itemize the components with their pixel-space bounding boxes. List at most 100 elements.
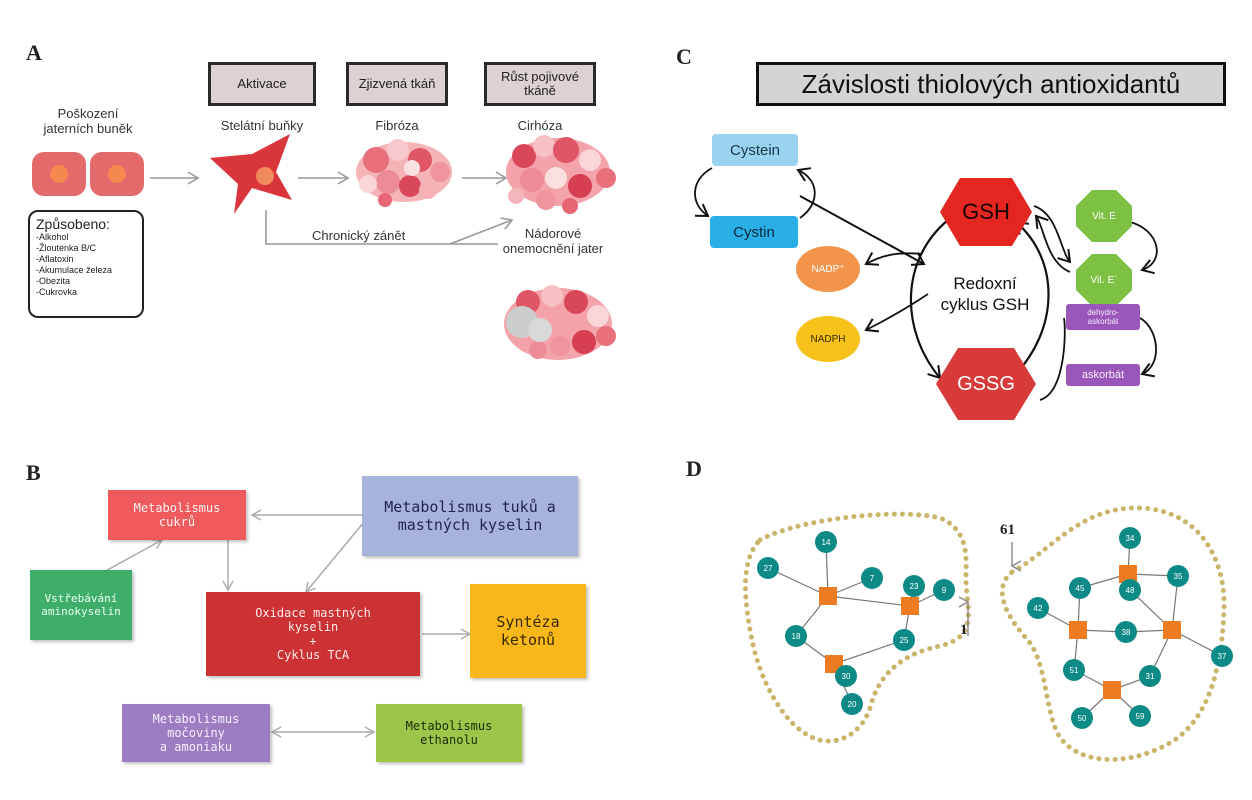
- network-node: [785, 625, 807, 647]
- liver-cell-left-nucleus: [50, 165, 68, 183]
- network-node: [861, 567, 883, 589]
- box-urea-ammonia: Metabolismus močoviny a amoniaku: [122, 704, 270, 762]
- network-node-label: 27: [764, 564, 773, 573]
- arc-vit-gsh: [1034, 214, 1071, 273]
- cause-item: -Alkohol: [36, 232, 69, 242]
- network-node: [1211, 645, 1233, 667]
- network-boundary-right: [999, 505, 1227, 763]
- network-edge: [833, 639, 905, 665]
- network-hub: [1069, 621, 1087, 639]
- stage-label-cirrhosis: Cirhóza: [517, 118, 563, 133]
- causes-box: Způsobeno: -Alkohol -Žloutenka B/C -Afla…: [28, 210, 144, 318]
- arc-gssg-ascorbate: [1039, 317, 1066, 401]
- network-hub: [1163, 621, 1181, 639]
- cystin-node: Cystin: [710, 216, 798, 248]
- cause-item: -Cukrovka: [36, 287, 78, 297]
- causes-title: Způsobeno:: [36, 216, 110, 232]
- cycle-arc-left: [909, 219, 949, 380]
- inflammation-arrow: [449, 217, 514, 245]
- network-node-label: 23: [910, 582, 919, 591]
- network-node: [903, 575, 925, 597]
- network-node: [1063, 659, 1085, 681]
- network-node-label: 25: [900, 636, 909, 645]
- box-fat-metabolism: Metabolismus tuků a mastných kyselin: [362, 476, 578, 556]
- arc-ascorbate-cycle: [1139, 317, 1157, 378]
- network-node-label: 42: [1034, 604, 1043, 613]
- network-node-label: 31: [1146, 672, 1155, 681]
- header-scar-tissue: Zjizvená tkáň: [346, 62, 448, 106]
- stellate-cell-nucleus: [256, 167, 274, 185]
- network-node: [1027, 597, 1049, 619]
- cause-item: -Akumulace železa: [36, 265, 113, 275]
- damage-caption: Poškození jaterních buněk: [43, 106, 133, 136]
- box-sugar-metabolism: Metabolismus cukrů: [108, 490, 246, 540]
- header-activation: Aktivace: [208, 62, 316, 106]
- network-edge: [827, 595, 911, 607]
- nadph-node: NADPH: [796, 316, 860, 362]
- arc-gsh-vit: [1033, 205, 1072, 264]
- network-node-label: 37: [1218, 652, 1227, 661]
- arrow-fat-to-oxidation: [305, 521, 365, 594]
- network-node: [1069, 577, 1091, 599]
- vit-e-octagon: [1076, 190, 1132, 242]
- vit-e-label: Vit. E: [1092, 210, 1116, 222]
- arrow-amino-to-sugar: [99, 539, 164, 575]
- network-edge: [767, 567, 829, 597]
- stage-label-fibrosis: Fibróza: [375, 118, 419, 133]
- box-amino-absorption: Vstřebávání aminokyselin: [30, 570, 132, 640]
- network-hub: [819, 587, 837, 605]
- redox-cycle-label: Redoxní cyklus GSH: [940, 274, 1030, 314]
- liver-cell-right-nucleus: [108, 165, 126, 183]
- network-node: [835, 665, 857, 687]
- network-node: [841, 693, 863, 715]
- network-hub: [1119, 565, 1137, 583]
- network-node-label: 45: [1076, 584, 1085, 593]
- fibrosis-liver: [356, 139, 452, 207]
- network-node: [1167, 565, 1189, 587]
- network-node: [1071, 707, 1093, 729]
- cause-item: -Žloutenka B/C: [36, 243, 97, 253]
- panel-b-label: B: [26, 460, 41, 485]
- network-node-label: 9: [942, 586, 947, 595]
- network-node: [1119, 579, 1141, 601]
- gssg-label: GSSG: [957, 372, 1015, 395]
- cycle-arc-right: [1011, 220, 1050, 379]
- box-ketone-synthesis: Syntéza ketonů: [470, 584, 586, 678]
- vit-e-radical-octagon: [1076, 254, 1132, 306]
- header-connective-growth: Růst pojivové tkáně: [484, 62, 596, 106]
- network-node-label: 14: [822, 538, 831, 547]
- nadp-node: NADP⁺: [796, 246, 860, 292]
- inflammation-label: Chronický zánět: [312, 228, 406, 243]
- network-boundary-left: [742, 511, 971, 744]
- tumor-label: Nádorové onemocnění jater: [502, 226, 604, 256]
- thiol-title: Závislosti thiolových antioxidantů: [756, 62, 1226, 106]
- annot-61: 61: [1000, 522, 1015, 538]
- panel-b-arrows: [99, 509, 472, 738]
- cause-item: -Aflatoxin: [36, 254, 74, 264]
- network-hub: [901, 597, 919, 615]
- annot-1: 1: [960, 622, 968, 638]
- network-node-label: 20: [848, 700, 857, 709]
- network-node: [893, 629, 915, 651]
- network-node-label: 34: [1126, 534, 1135, 543]
- network-node-label: 59: [1136, 712, 1145, 721]
- cause-item: -Obezita: [36, 276, 71, 286]
- gsh-label: GSH: [962, 199, 1010, 224]
- tumor-liver: [504, 285, 616, 360]
- network-node-label: 50: [1078, 714, 1087, 723]
- network-node: [933, 579, 955, 601]
- network-node-label: 18: [792, 632, 801, 641]
- arrow-cycle-to-nadph: [864, 293, 929, 333]
- network-node-label: 48: [1126, 586, 1135, 595]
- inflammation-line: [265, 210, 498, 245]
- network-node-label: 51: [1070, 666, 1079, 675]
- network-node: [815, 531, 837, 553]
- network-node: [1139, 665, 1161, 687]
- network-node: [1115, 621, 1137, 643]
- panel-d-label: D: [686, 456, 702, 481]
- arrow-cycle-to-nadp: [864, 252, 923, 266]
- network-node-label: 7: [870, 574, 875, 583]
- network-node: [757, 557, 779, 579]
